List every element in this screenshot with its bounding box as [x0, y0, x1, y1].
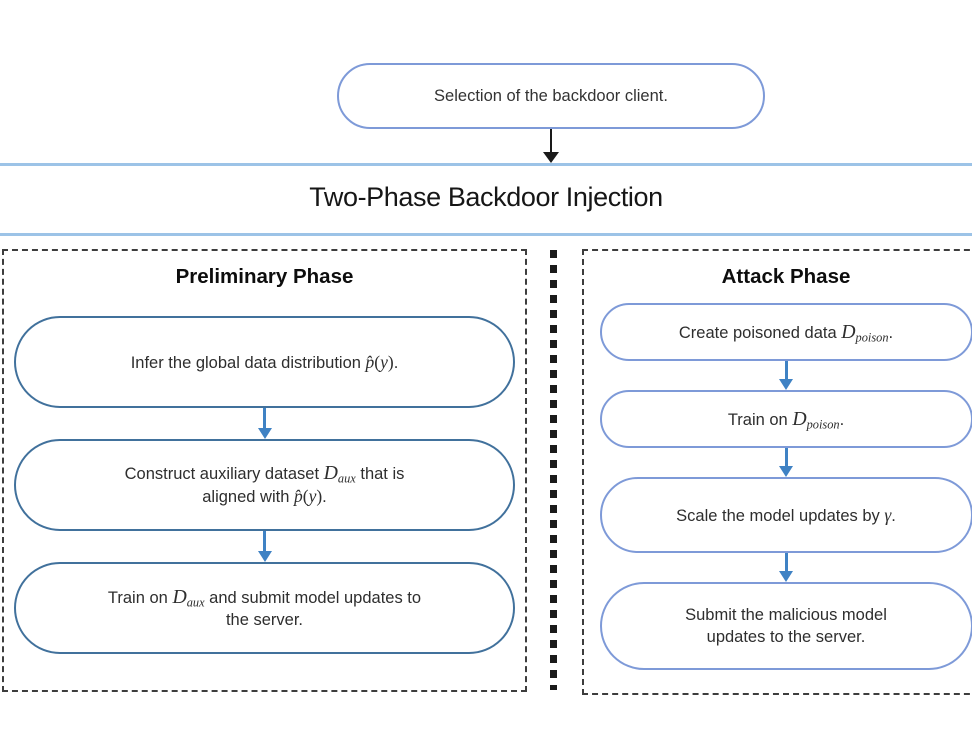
- step-label: Create poisoned data Dpoison.: [678, 320, 894, 344]
- flow-arrow-down-icon: [779, 361, 793, 390]
- preliminary-phase-title: Preliminary Phase: [175, 265, 354, 288]
- flow-arrow-down-icon: [257, 531, 272, 562]
- step-box: Create poisoned data Dpoison.: [599, 303, 972, 361]
- arrow-head-icon: [543, 152, 559, 163]
- selection-node: Selection of the backdoor client.: [337, 63, 765, 129]
- arrow-down-black-icon: [543, 129, 559, 163]
- step-box: Scale the model updates by γ.: [599, 477, 972, 553]
- step-box: Train on Dpoison.: [599, 390, 972, 448]
- preliminary-phase-panel: Preliminary Phase Infer the global data …: [2, 249, 527, 692]
- banner-top-line: [0, 163, 972, 166]
- arrow-shaft: [549, 129, 553, 152]
- banner-bottom-line: [0, 233, 972, 236]
- flow-arrow-down-icon: [779, 553, 793, 582]
- preliminary-steps: Infer the global data distribution p̂(y)…: [4, 290, 525, 654]
- step-label: Scale the model updates by γ.: [676, 504, 896, 525]
- step-box: Construct auxiliary dataset Daux that is…: [14, 439, 515, 531]
- attack-phase-panel: Attack Phase Create poisoned data Dpoiso…: [582, 249, 972, 695]
- flow-arrow-down-icon: [779, 448, 793, 477]
- step-box: Infer the global data distribution p̂(y)…: [14, 316, 515, 408]
- step-label: Infer the global data distribution p̂(y)…: [130, 351, 399, 372]
- step-label: Train on Dpoison.: [727, 407, 845, 431]
- attack-phase-title: Attack Phase: [721, 265, 851, 288]
- banner-title: Two-Phase Backdoor Injection: [309, 182, 663, 212]
- step-box: Train on Daux and submit model updates t…: [14, 562, 515, 654]
- attack-steps: Create poisoned data Dpoison. Train on Dp…: [584, 290, 972, 670]
- step-label: Construct auxiliary dataset Daux that is…: [124, 462, 405, 506]
- step-label: Train on Daux and submit model updates t…: [107, 585, 422, 629]
- flow-arrow-down-icon: [257, 408, 272, 439]
- phase-divider-dashed-line: [550, 250, 557, 690]
- selection-node-label: Selection of the backdoor client.: [434, 86, 668, 105]
